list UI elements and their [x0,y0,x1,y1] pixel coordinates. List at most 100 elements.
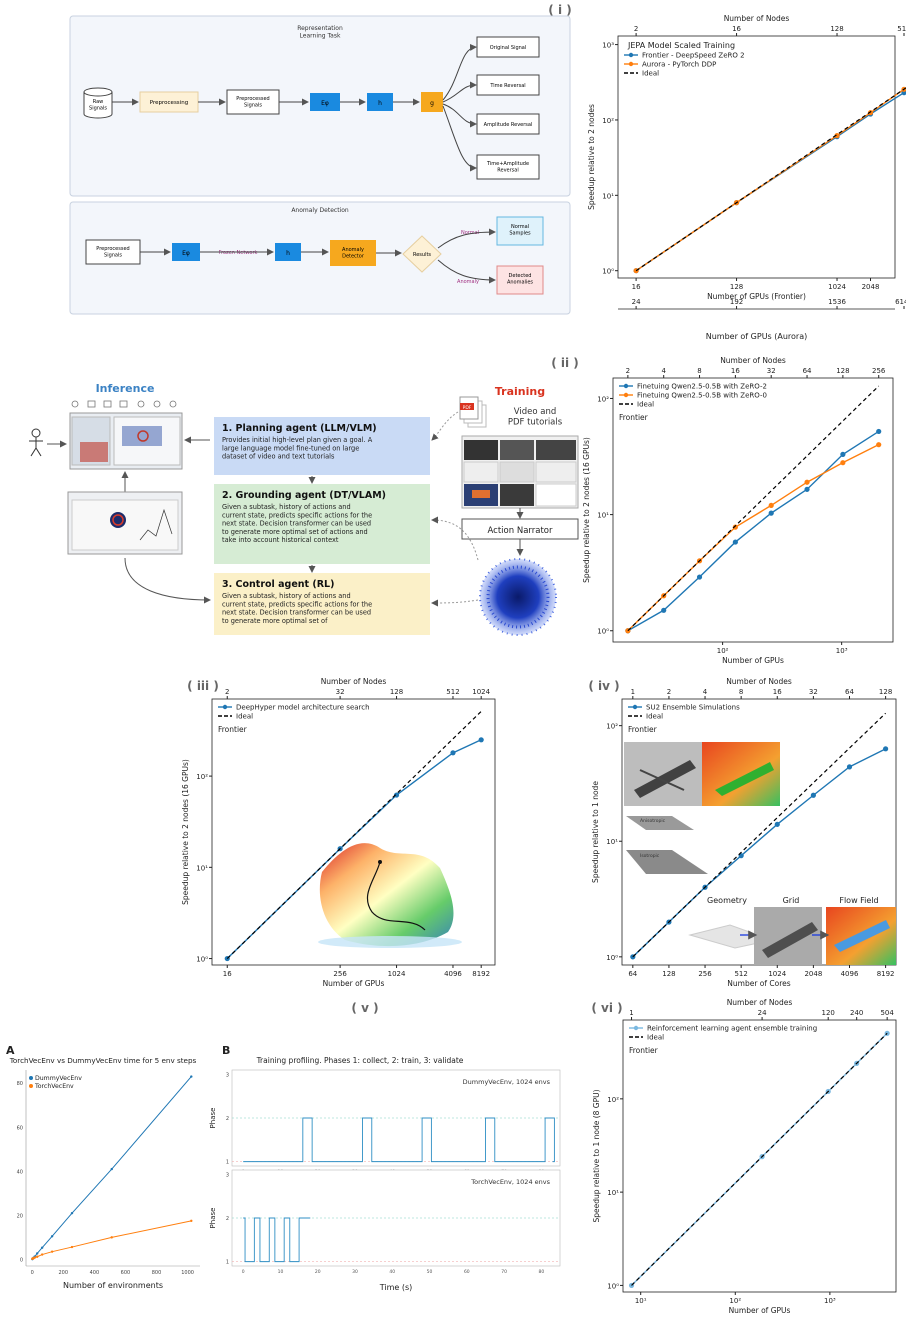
top-axis-label: Number of Nodes [724,14,790,23]
top-tick-label: 2 [626,367,630,375]
output-amplitude-reversal: Amplitude Reversal [484,122,533,128]
cfd-images: Anisotropic Isotropic Geometry Grid Flow… [624,742,896,965]
legend-marker [222,704,228,710]
grounding-agent-card: 2. Grounding agent (DT/VLAM) Given a sub… [214,484,430,564]
top-tick-label: 32 [336,688,345,696]
secondary-tick-label: 24 [632,298,641,306]
top-tick-label: 2 [667,688,671,696]
data-point [70,1245,74,1249]
data-point [393,792,400,798]
y-axis-label: Speedup relative to 1 node [591,781,600,883]
y-tick-label: 10⁰ [196,956,208,964]
chart-title: Training profiling. Phases 1: collect, 2… [256,1056,464,1065]
planning-agent-body: Provides initial high-level plan given a… [222,436,373,461]
x-tick-label: 1024 [828,283,846,291]
y-tick-label: 10¹ [196,864,208,872]
x-tick-label: 600 [121,1270,131,1276]
isotropic-label: Isotropic [640,853,660,859]
y-tick-label: 2 [226,1216,229,1222]
planning-agent-card: 1. Planning agent (LLM/VLM) Provides ini… [214,417,430,475]
data-point [33,1256,36,1259]
top-tick-label: 16 [732,25,741,33]
legend-entry: Finetuing Qwen2.5-0.5B with ZeRO-0 [637,392,767,400]
legend-marker [623,383,629,389]
legend-marker [628,61,634,67]
top-tick-label: 16 [773,688,782,696]
x-tick-label: 128 [662,970,675,978]
panel-label-iii: ( iii ) [187,679,219,693]
top-tick-label: 128 [836,367,849,375]
x-axis-label: Number of GPUs [729,1306,791,1315]
data-point [478,737,484,743]
y-tick-label: 60 [17,1125,23,1131]
grid-label: Grid [783,896,800,905]
panel-label-i: ( i ) [548,3,571,17]
x-tick-label: 800 [152,1270,162,1276]
x-tick-label: 400 [90,1270,100,1276]
data-point [732,539,738,545]
data-point [190,1075,193,1078]
top-tick-label: 2 [634,25,638,33]
y-tick-label: 10¹ [606,838,618,846]
legend-entry: Ideal [646,713,663,721]
g-label: g [430,100,434,107]
control-agent-title: 3. Control agent (RL) [222,579,334,590]
anomaly-h-label: h [286,250,290,257]
svg-text:PDF: PDF [463,405,472,411]
data-point [883,746,889,752]
anomaly-title: Anomaly Detection [291,207,349,214]
x-tick-label: 16 [632,283,641,291]
data-point [774,821,780,827]
agent-diagram: Inference [29,382,579,636]
x-axis-label: Number of environments [63,1281,163,1290]
x-tick-label: 10² [729,1297,741,1305]
y-tick-label: 10⁰ [606,954,618,962]
y-tick-label: 1 [226,1160,229,1166]
top-axis-label: Number of Nodes [720,356,786,365]
output-boxes: Original Signal Time Reversal Amplitude … [476,36,540,180]
legend-marker [29,1084,33,1088]
x-tick-label: 4096 [841,970,859,978]
legend-entry: Finetuing Qwen2.5-0.5B with ZeRO-2 [637,383,767,391]
top-tick-label: 2 [225,688,229,696]
x-tick-label: 50 [427,1269,433,1275]
legend-entry: Aurora - PyTorch DDP [642,61,716,69]
top-tick-label: 1024 [472,688,490,696]
data-point [804,486,810,492]
frozen-network-label: Frozen Network [219,250,258,256]
x-tick-label: 10 [278,1269,284,1275]
chart-training-profiling: Training profiling. Phases 1: collect, 2… [209,1056,561,1292]
x-tick-label: 1024 [388,970,406,978]
x-tick-label: 60 [464,1269,470,1275]
plot-frame [617,35,896,279]
inference-screenshot-bottom [67,491,183,555]
x-tick-label: 70 [501,1269,507,1275]
legend-marker [623,392,629,398]
data-point [867,110,874,116]
point-cloud-sphere [479,558,557,636]
data-point [35,1252,39,1255]
top-tick-label: 16 [731,367,740,375]
data-point [50,1250,54,1253]
data-point [661,607,667,613]
legend-entry: Ideal [642,70,659,78]
series-line [627,430,880,632]
y-tick-label: 10² [602,117,614,125]
chart-title: TorchVecEnv vs DummyVecEnv time for 5 en… [9,1056,197,1065]
top-tick-label: 1 [631,688,635,696]
top-tick-label: 512 [446,688,459,696]
data-point [110,1236,113,1239]
x-tick-label: 10³ [836,647,848,655]
top-tick-label: 32 [767,367,776,375]
plot-frame [612,377,894,643]
y-tick-label: 10¹ [597,512,609,520]
y-axis-label: Phase [209,1108,217,1129]
data-point [110,1167,113,1171]
x-tick-label: 4096 [444,970,462,978]
y-tick-label: 10⁰ [602,268,614,276]
y-tick-label: 10² [597,395,609,403]
x-tick-label: 0 [242,1269,245,1275]
